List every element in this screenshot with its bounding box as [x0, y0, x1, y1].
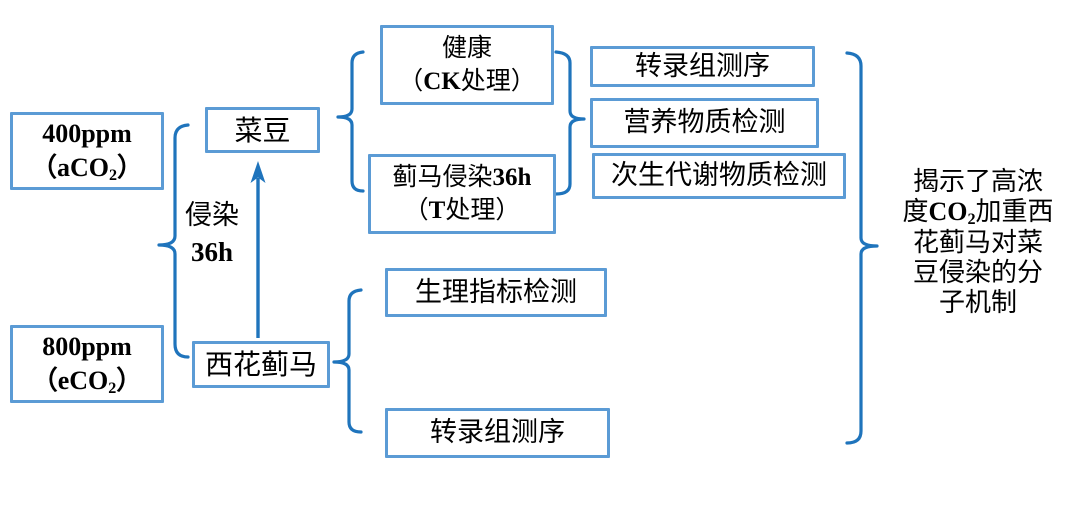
infection-duration-label: 侵染 36h: [168, 197, 256, 271]
infection-label-line2: 36h: [190, 237, 234, 267]
insect-assay-physiology-box: 生理指标检测: [385, 268, 607, 317]
plant-assay-transcriptome-label: 转录组测序: [635, 50, 770, 81]
conclusion-line3: 花蓟马对菜: [912, 227, 1043, 257]
insect-thrips-box: 西花蓟马: [192, 341, 330, 388]
conclusion-text: 揭示了高浓 度CO2加重西 花蓟马对菜 豆侵染的分 子机制: [876, 166, 1080, 317]
plant-bean-label: 菜豆: [234, 114, 291, 146]
brace-all-to-conclusion-icon: [845, 51, 879, 445]
brace-treatments-to-assays-icon: [554, 50, 586, 196]
co2-400ppm-value: 400ppm: [42, 119, 132, 148]
plant-assay-secondary-metabolites-box: 次生代谢物质检测: [592, 153, 846, 199]
insect-thrips-label: 西花蓟马: [204, 349, 317, 380]
plant-assay-transcriptome-box: 转录组测序: [590, 46, 815, 87]
treatment-infested-code: （T处理）: [403, 196, 521, 224]
conclusion-line2: 度CO2加重西: [902, 196, 1054, 229]
treatment-healthy-code: （CK处理）: [398, 67, 536, 95]
plant-assay-nutrition-label: 营养物质检测: [623, 107, 786, 138]
brace-insect-to-assays-icon: [332, 288, 363, 434]
plant-bean-box: 菜豆: [205, 107, 320, 153]
conclusion-line4: 豆侵染的分: [912, 257, 1043, 287]
plant-assay-nutrition-box: 营养物质检测: [590, 98, 819, 148]
conclusion-line5: 子机制: [938, 287, 1017, 317]
co2-400ppm-code: （aCO2）: [30, 153, 144, 185]
infection-label-line1: 侵染: [185, 200, 239, 230]
insect-assay-transcriptome-box: 转录组测序: [385, 408, 610, 458]
insect-assay-physiology-label: 生理指标检测: [415, 276, 577, 307]
treatment-healthy-name: 健康: [441, 34, 492, 62]
insect-assay-transcriptome-label: 转录组测序: [430, 417, 565, 448]
treatment-healthy-ck-box: 健康 （CK处理）: [380, 25, 554, 105]
treatment-infested-name: 蓟马侵染36h: [392, 163, 532, 191]
co2-800ppm-code: （eCO2）: [31, 366, 143, 398]
co2-800ppm-value: 800ppm: [42, 332, 132, 361]
brace-plant-to-treatments-icon: [336, 50, 365, 193]
conclusion-line1: 揭示了高浓: [912, 166, 1043, 196]
treatment-infested-t-box: 蓟马侵染36h （T处理）: [368, 154, 556, 234]
co2-400ppm-box: 400ppm （aCO2）: [10, 112, 164, 190]
plant-assay-secondary-metabolites-label: 次生代谢物质检测: [611, 160, 827, 191]
co2-800ppm-box: 800ppm （eCO2）: [10, 325, 164, 403]
